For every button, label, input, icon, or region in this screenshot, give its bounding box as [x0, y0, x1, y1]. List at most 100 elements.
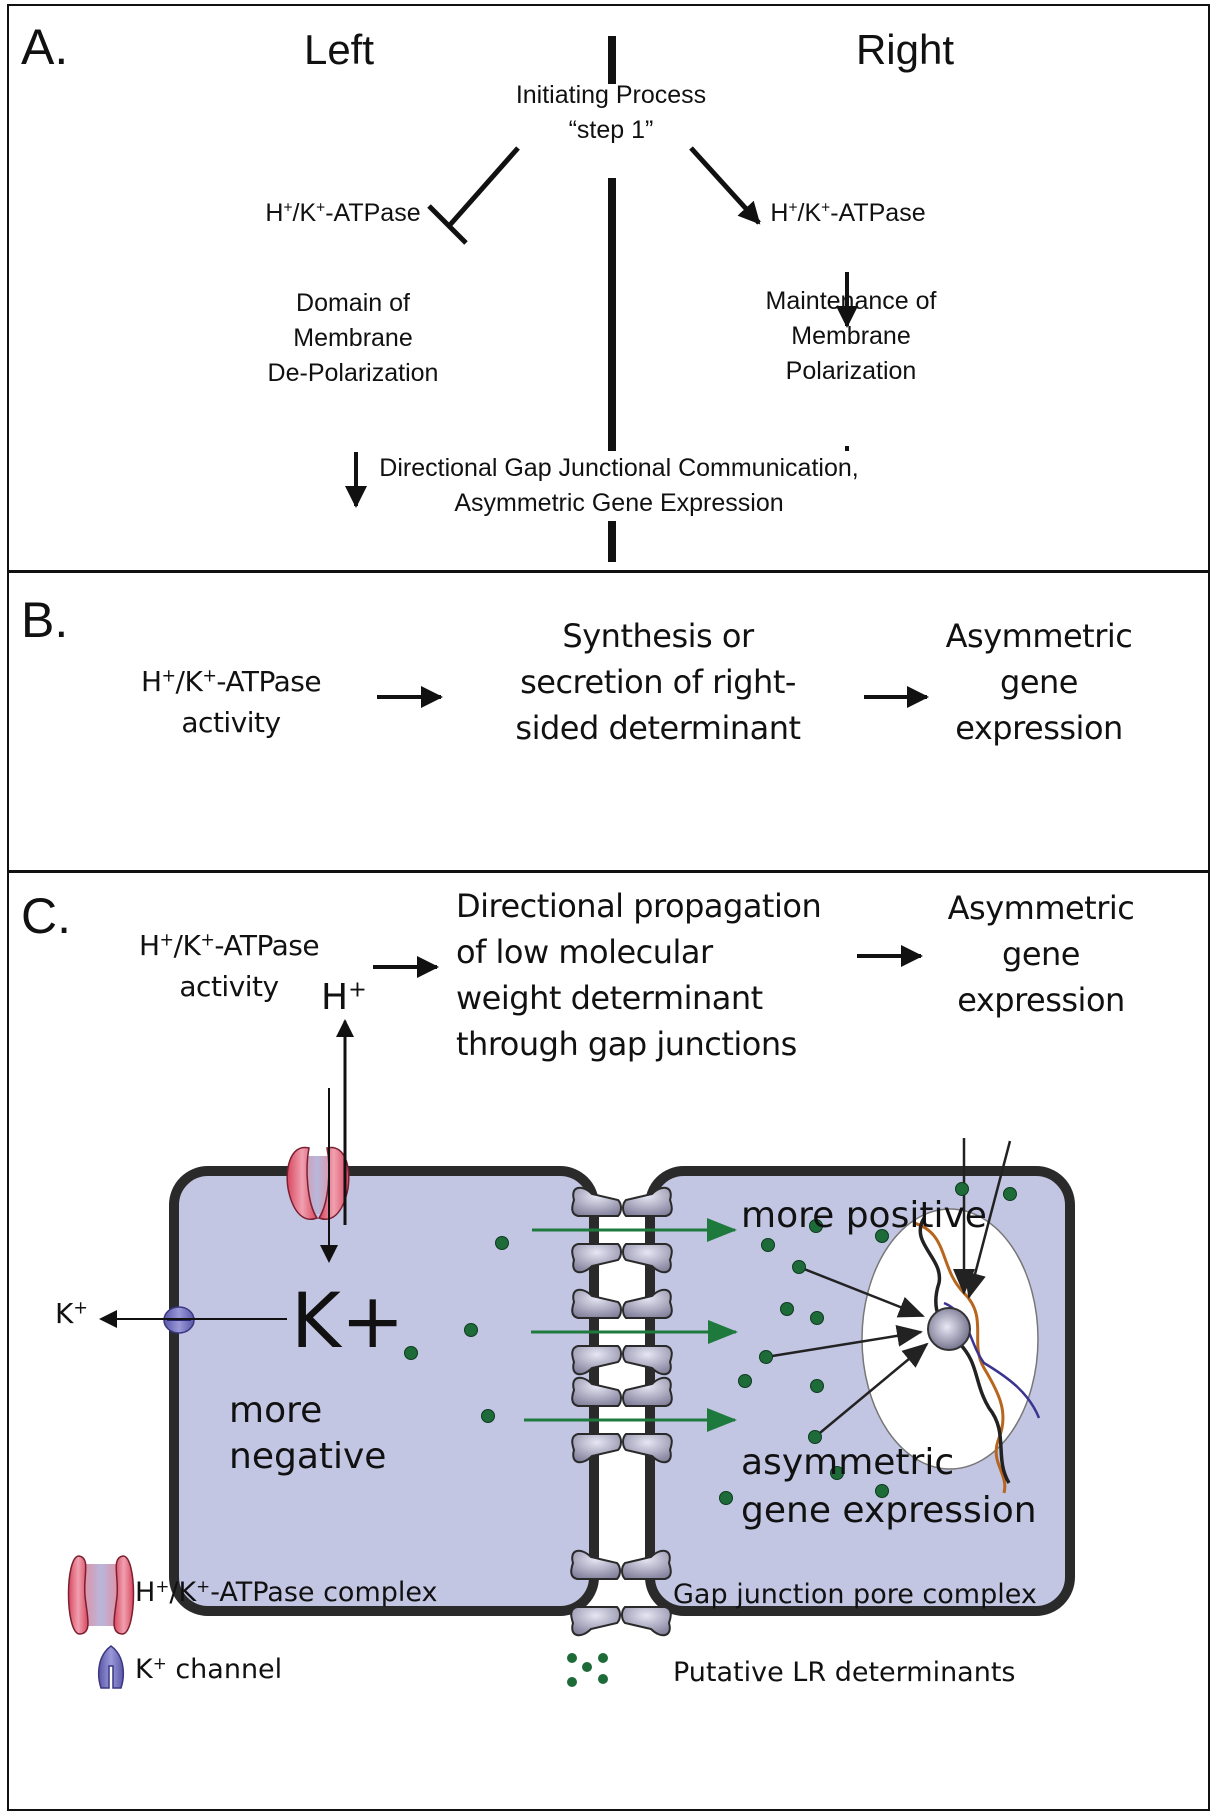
b-step-1-line-2: activity: [181, 706, 281, 739]
b-step-3-line: Asymmetric: [945, 617, 1133, 655]
determinant-dot: [719, 1491, 733, 1505]
charge: +: [196, 1575, 211, 1596]
gap-junction-pore: [571, 1186, 673, 1274]
determinant-dot: [738, 1374, 752, 1388]
c-step-2-line: through gap junctions: [456, 1025, 797, 1063]
activate-arrow: [689, 146, 761, 225]
b-step-3-line: expression: [955, 709, 1123, 747]
determinant-dots-icon: [567, 1653, 608, 1687]
charge: +: [155, 1575, 170, 1596]
determinant-dot: [780, 1302, 794, 1316]
enzyme-suffix: -ATPase: [214, 929, 320, 962]
left-effect-line: Membrane: [293, 324, 413, 352]
k-symbol: K: [135, 1654, 153, 1685]
determinant-dot: [810, 1379, 824, 1393]
left-effect-line: De-Polarization: [267, 359, 439, 387]
determinant-dot: [759, 1350, 773, 1364]
right-effect-line: Maintenance of: [765, 287, 937, 315]
c-step-1-line-2: activity: [179, 970, 279, 1003]
b-step-3-line: gene: [1000, 663, 1078, 701]
h-symbol: H: [770, 199, 789, 227]
right-cell-bottom-line: gene expression: [741, 1490, 1037, 1531]
determinant-dot: [810, 1311, 824, 1325]
right-effect-line: Membrane: [791, 322, 911, 350]
gap-junctions: [571, 1186, 673, 1464]
right-effect: Maintenance of Membrane Polarization: [766, 284, 937, 389]
k-symbol: /K: [169, 1577, 197, 1608]
k-symbol: /K: [797, 199, 822, 227]
determinant-dot: [404, 1346, 418, 1360]
h-ion-charge: +: [348, 976, 367, 1003]
c-step-1: H+/K+-ATPase activity: [138, 925, 320, 1007]
k-ion-base: K: [55, 1297, 74, 1330]
h-symbol: H: [138, 929, 160, 962]
panel-a-letter: A.: [21, 19, 69, 75]
outcome-line: Asymmetric Gene Expression: [454, 489, 784, 517]
b-step-2-line: secretion of right-: [520, 663, 796, 701]
nucleolus: [927, 1307, 971, 1351]
divider-tail: [608, 524, 616, 562]
k-ion-out-label: K+: [55, 1297, 88, 1330]
enzyme-suffix: -ATPase: [216, 665, 322, 698]
c-step-1-line-1: H+/K+-ATPase: [138, 925, 320, 966]
right-heading: Right: [855, 26, 955, 73]
outcome-line: Directional Gap Junctional Communication…: [379, 454, 859, 482]
c-step-2: Directional propagation of low molecular…: [456, 883, 822, 1067]
panel-a-arrows: [345, 36, 858, 530]
left-cell-label-line: negative: [229, 1436, 387, 1477]
right-cell-top-label: more positive: [741, 1195, 987, 1236]
panel-b-letter: B.: [21, 592, 69, 648]
c-step-3-line: gene: [1002, 935, 1080, 973]
left-heading: Left: [303, 26, 375, 73]
determinant-dot: [875, 1229, 889, 1243]
nuclear-arrow: [765, 1324, 923, 1359]
determinant-dot: [830, 1466, 844, 1480]
b-step-2-line: sided determinant: [515, 709, 801, 747]
charge: +: [161, 666, 177, 687]
left-cell-label: more negative: [229, 1388, 386, 1480]
h-ion-label: H+: [321, 977, 367, 1018]
determinant-dot: [955, 1182, 969, 1196]
c-step-2-line: of low molecular: [456, 933, 713, 971]
c-step-3-line: Asymmetric: [947, 889, 1135, 927]
b-step-3: Asymmetric gene expression: [946, 613, 1133, 751]
left-effect: Domain of Membrane De-Polarization: [268, 286, 439, 391]
determinant-dot: [1003, 1187, 1017, 1201]
legend-gap-junction-label: Gap junction pore complex: [673, 1579, 1037, 1610]
gap-junction-pore: [571, 1288, 673, 1376]
c-step-2-line: weight determinant: [456, 979, 763, 1017]
determinant-dots: [404, 1182, 1017, 1505]
outcome: Directional Gap Junctional Communication…: [373, 451, 865, 521]
determinant-dot: [464, 1323, 478, 1337]
b-step-2: Synthesis or secretion of right- sided d…: [515, 613, 801, 751]
panel-b-arrows: [377, 686, 929, 708]
atpase-complex-icon: [67, 1555, 135, 1635]
right-cell-bottom-label: asymmetric gene expression: [741, 1439, 1037, 1535]
left-enzyme-label: H+/K+-ATPase: [265, 196, 420, 231]
determinant-dot: [875, 1484, 889, 1498]
charge: +: [316, 199, 326, 217]
nuclear-arrow: [964, 1140, 1012, 1299]
determinant-dot: [761, 1238, 775, 1252]
legend-k-channel-label: K+ channel: [135, 1654, 282, 1685]
divider-segment-middle: [608, 178, 616, 530]
determinant-dot: [481, 1409, 495, 1423]
legend-suffix: channel: [166, 1654, 283, 1685]
b-step-1-line-1: H+/K+-ATPase: [141, 661, 322, 702]
right-effect-line: Polarization: [785, 357, 917, 385]
b-step-2-line: Synthesis or: [562, 617, 754, 655]
h-symbol: H: [135, 1577, 156, 1608]
gap-junction-legend-shape: [570, 1549, 672, 1637]
right-enzyme-label: H+/K+-ATPase: [770, 196, 925, 231]
c-step-2-line: Directional propagation: [456, 887, 822, 925]
charge: +: [202, 666, 217, 687]
divider-segment-top: [608, 36, 616, 84]
k-symbol: /K: [292, 199, 317, 227]
legend-atpase-label: H+/K+-ATPase complex: [135, 1577, 438, 1608]
k-symbol: /K: [173, 929, 201, 962]
nuclear-arrow: [798, 1265, 925, 1318]
charge: +: [200, 930, 215, 951]
initiating-process: Initiating Process “step 1”: [516, 78, 706, 148]
gap-junction-icon: [570, 1549, 672, 1637]
nuclear-arrow: [814, 1342, 929, 1438]
